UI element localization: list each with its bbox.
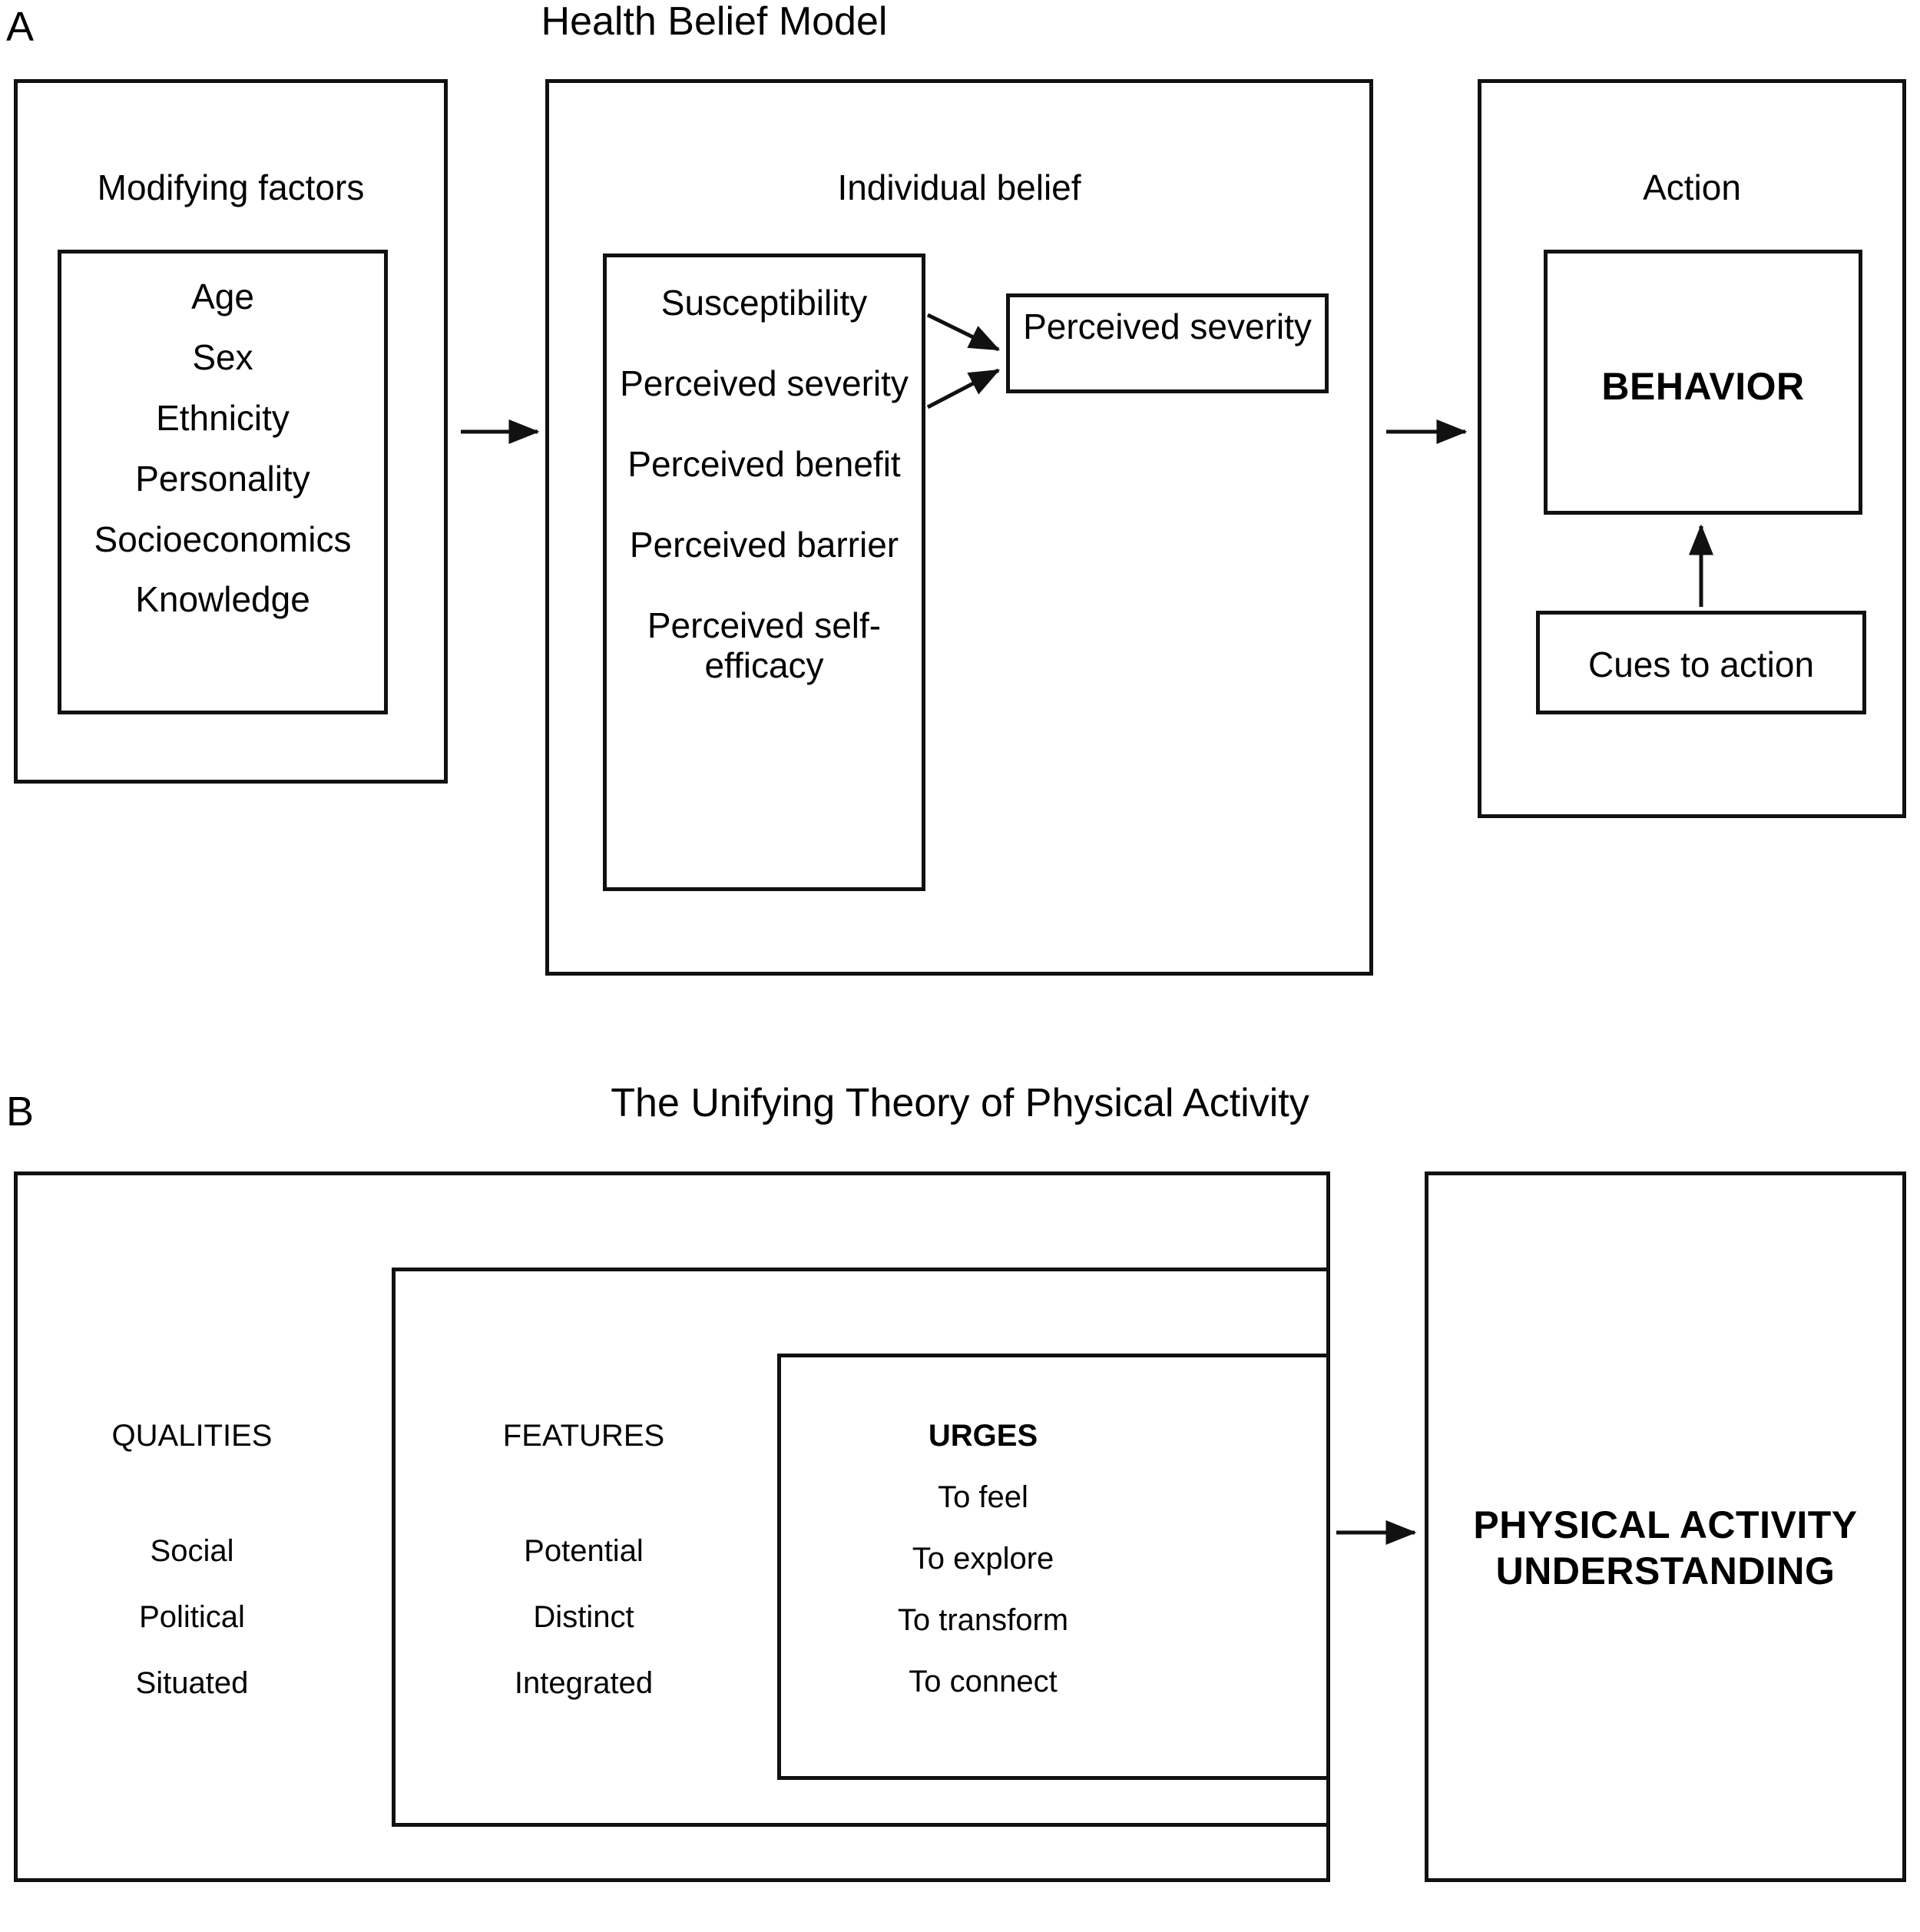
physical-activity-understanding-box xyxy=(1425,1171,1906,1882)
modifying-factors-list: Age Sex Ethnicity Personality Socioecono… xyxy=(58,277,388,620)
individual-belief-heading: Individual belief xyxy=(837,167,1081,207)
individual-belief-outer-box xyxy=(545,79,1373,976)
list-item: To explore xyxy=(912,1542,1054,1576)
list-item: Perceived self-efficacy xyxy=(647,605,882,686)
panel-a-title: Health Belief Model xyxy=(541,0,888,44)
list-item: Social xyxy=(150,1534,234,1568)
list-item: Perceived severity xyxy=(620,363,909,403)
action-heading: Action xyxy=(1643,167,1741,207)
list-item: Knowledge xyxy=(135,579,310,620)
individual-belief-inner-box xyxy=(603,254,925,891)
list-item: Political xyxy=(139,1600,245,1634)
list-item: Susceptibility xyxy=(660,283,868,323)
panel-b-title: The Unifying Theory of Physical Activity xyxy=(611,1081,1309,1125)
list-item: Age xyxy=(191,277,254,316)
list-item: Situated xyxy=(135,1666,249,1700)
modifying-factors-inner-box xyxy=(58,250,388,714)
physical-activity-understanding-line2: UNDERSTANDING xyxy=(1495,1549,1836,1592)
list-item: Personality xyxy=(135,458,310,499)
list-item: Distinct xyxy=(533,1600,634,1634)
modifying-factors-outer-box xyxy=(14,79,448,784)
list-item: To transform xyxy=(897,1603,1069,1637)
perceived-severity-label: Perceived severity xyxy=(1023,307,1312,346)
urges-list: To feel To explore To transform To conne… xyxy=(829,1479,1137,1700)
panel-b-letter: B xyxy=(6,1089,35,1135)
list-item: Integrated xyxy=(514,1666,654,1700)
features-heading: FEATURES xyxy=(502,1419,665,1453)
modifying-factors-heading: Modifying factors xyxy=(97,167,365,207)
panel-a-letter: A xyxy=(6,4,35,50)
urges-heading: URGES xyxy=(928,1419,1038,1453)
cues-to-action-label: Cues to action xyxy=(1587,645,1815,684)
list-item: Perceived barrier xyxy=(629,524,899,565)
list-item: Socioeconomics xyxy=(94,519,352,559)
behavior-label: BEHAVIOR xyxy=(1601,365,1805,408)
features-list: Potential Distinct Integrated xyxy=(430,1533,737,1702)
qualities-list: Social Political Situated xyxy=(38,1533,346,1702)
qualities-heading: QUALITIES xyxy=(111,1419,273,1453)
action-outer-box xyxy=(1478,79,1906,818)
behavior-box xyxy=(1544,250,1862,515)
urges-inner-box xyxy=(777,1354,1330,1780)
list-item: Ethnicity xyxy=(156,397,290,438)
list-item: Sex xyxy=(192,336,253,377)
list-item: To connect xyxy=(909,1665,1058,1698)
list-item: Potential xyxy=(524,1534,644,1568)
cues-to-action-box xyxy=(1536,611,1866,714)
physical-activity-understanding-line1: PHYSICAL ACTIVITY xyxy=(1473,1503,1858,1546)
perceived-severity-box xyxy=(1006,293,1329,393)
list-item: To feel xyxy=(938,1480,1028,1514)
individual-belief-list: Susceptibility Perceived severity Percei… xyxy=(603,283,925,686)
list-item: Perceived benefit xyxy=(627,443,901,484)
